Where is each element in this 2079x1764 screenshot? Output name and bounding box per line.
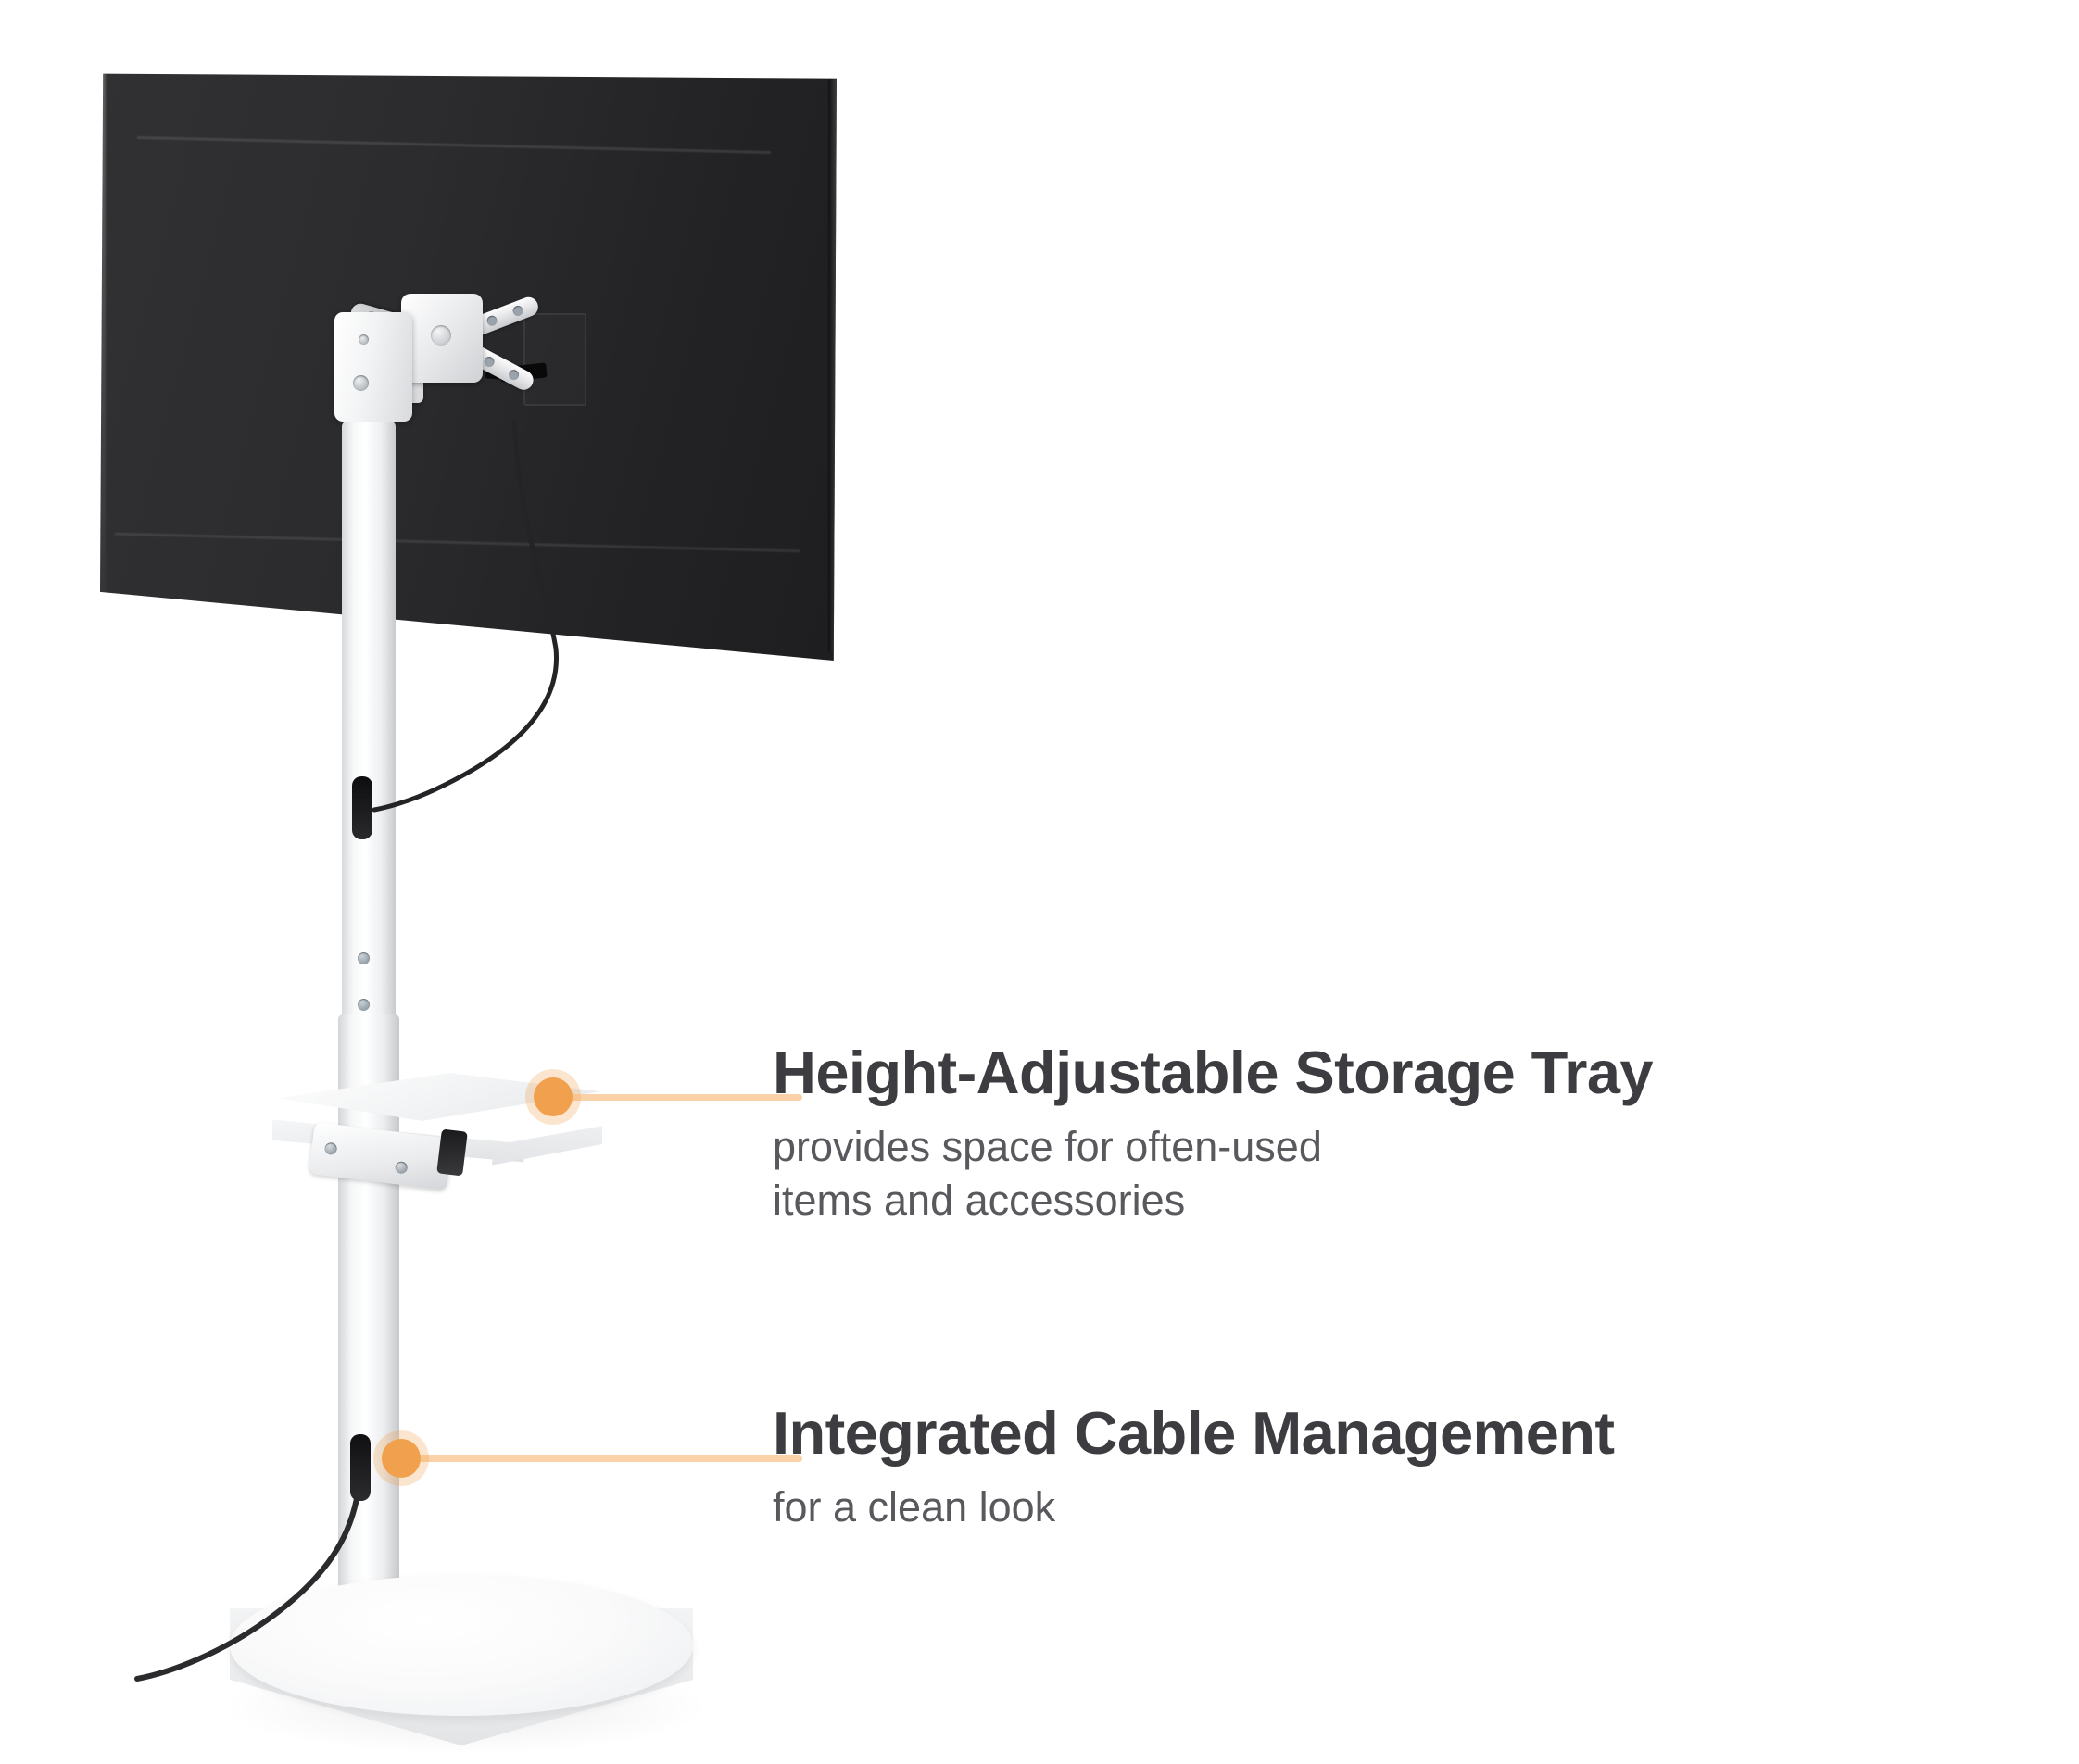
tilt-screw-icon — [359, 334, 369, 345]
vesa-tilt-block — [334, 312, 412, 422]
monitor-port-recess — [523, 313, 586, 406]
callout-leader-line-cable-management — [415, 1455, 802, 1462]
tilt-knob-icon — [353, 375, 369, 391]
monitor-left-edge-highlight — [100, 73, 106, 598]
callout-marker-dot-cable-management — [373, 1430, 429, 1486]
rolling-base-top — [230, 1575, 693, 1716]
pole-adjust-screw-lower — [358, 999, 370, 1011]
product-illustration — [0, 0, 1019, 1764]
callout-text-cable-management: Integrated Cable Management for a clean … — [773, 1399, 1615, 1534]
vesa-mount — [329, 227, 570, 459]
stand-pole-upper — [342, 422, 396, 1028]
cable-entry-slot-upper — [352, 776, 372, 839]
callout-text-storage-tray: Height-Adjustable Storage Tray provides … — [773, 1039, 1654, 1228]
callout-title-storage-tray: Height-Adjustable Storage Tray — [773, 1039, 1654, 1106]
vesa-center-plate — [401, 294, 483, 383]
monitor-right-edge — [828, 78, 837, 652]
cable-lower-segment — [134, 1491, 360, 1682]
cable-upper-segment — [372, 419, 560, 813]
callout-leader-line-storage-tray — [567, 1094, 802, 1101]
callout-marker-dot-storage-tray — [525, 1069, 581, 1125]
power-cable — [134, 419, 560, 1682]
pole-adjust-screw-upper — [358, 952, 370, 964]
callout-description-storage-tray: provides space for often-used items and … — [773, 1122, 1322, 1225]
callout-description-cable-management: for a clean look — [773, 1482, 1056, 1531]
callout-title-cable-management: Integrated Cable Management — [773, 1399, 1615, 1467]
cable-exit-slot-lower — [350, 1434, 371, 1501]
